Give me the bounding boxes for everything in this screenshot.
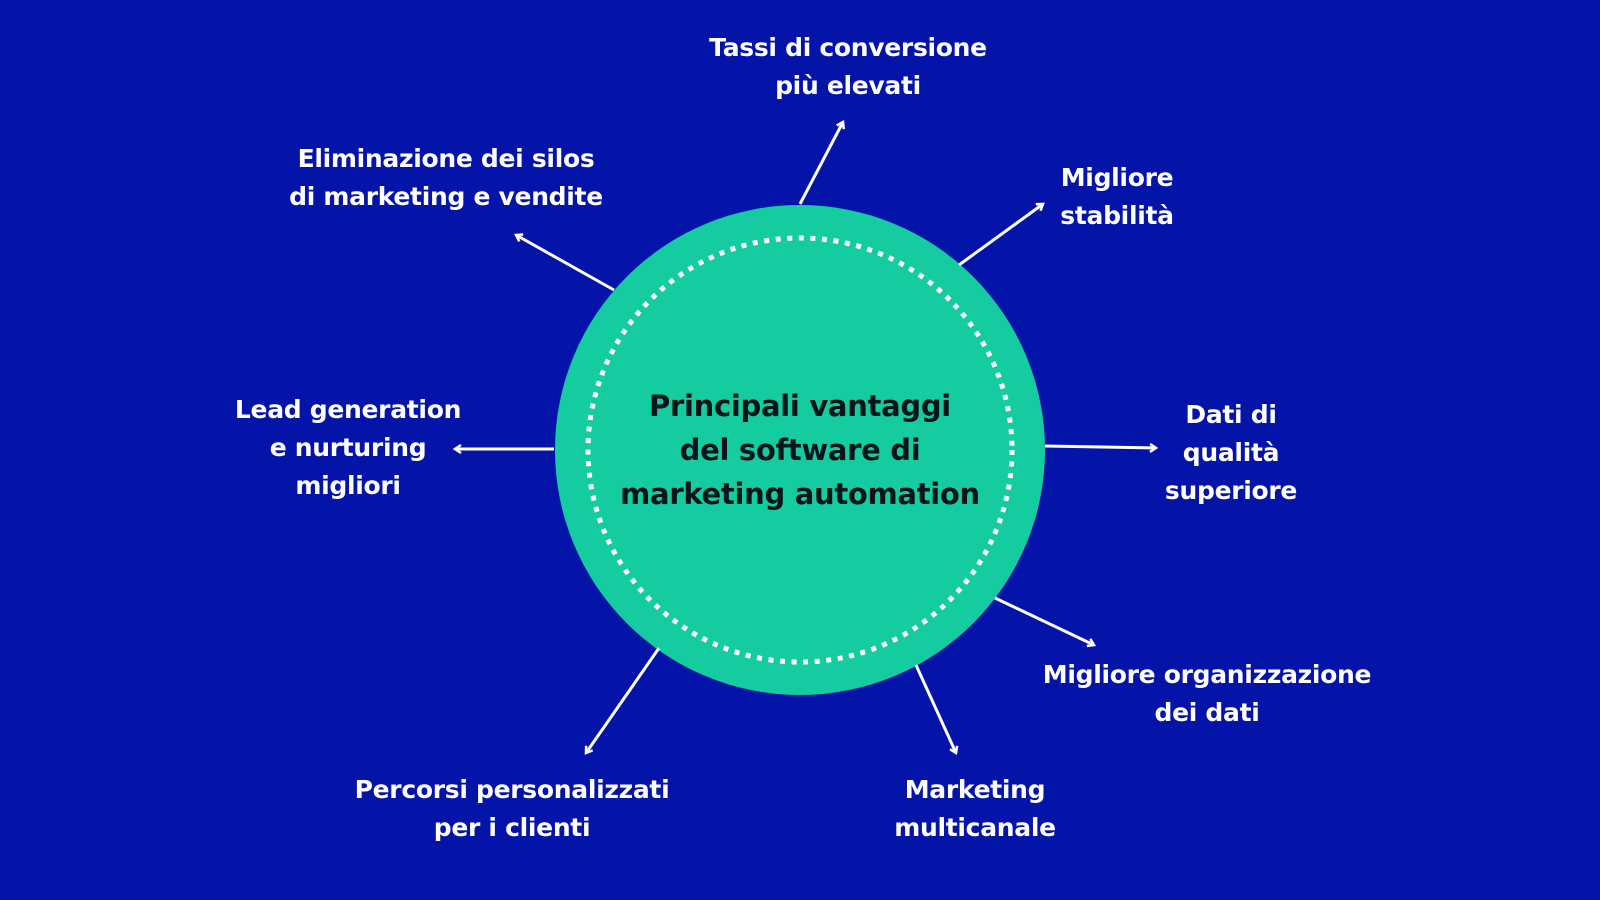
benefit-line: Dati di	[1185, 400, 1277, 429]
benefit-stability: Migliore stabilità	[1060, 159, 1174, 235]
dotted-ring	[585, 235, 1015, 665]
benefit-line: superiore	[1164, 476, 1298, 505]
center-circle	[555, 205, 1045, 695]
benefit-line: dei dati	[1154, 698, 1260, 727]
benefit-conversion: Tassi di conversione più elevati	[709, 29, 987, 105]
benefit-line: Tassi di conversione	[709, 33, 987, 62]
arrow-data-organization	[994, 596, 1094, 645]
arrow-multichannel	[914, 664, 956, 753]
benefit-journeys: Percorsi personalizzati per i clienti	[355, 771, 670, 847]
center-title: Principali vantaggi del software di mark…	[620, 384, 980, 516]
benefit-data-quality: Dati di qualità superiore	[1164, 396, 1298, 510]
benefit-line: stabilità	[1060, 201, 1174, 230]
arrow-stability	[958, 204, 1043, 267]
benefit-line: Lead generation	[234, 395, 462, 424]
arrow-conversion	[798, 122, 843, 205]
benefit-line: Migliore organizzazione	[1042, 660, 1372, 689]
arrow-journeys	[586, 647, 661, 753]
benefit-multichannel: Marketing multicanale	[894, 771, 1056, 847]
benefit-line: multicanale	[894, 813, 1056, 842]
center-title-line: marketing automation	[620, 477, 980, 511]
benefit-line: qualità	[1182, 438, 1280, 467]
benefit-lead-generation: Lead generation e nurturing migliori	[235, 391, 461, 505]
benefit-line: per i clienti	[433, 813, 591, 842]
benefit-line: Migliore	[1060, 163, 1174, 192]
benefit-line: migliori	[295, 471, 401, 500]
benefit-line: di marketing e vendite	[289, 182, 603, 211]
arrow-silos	[516, 235, 615, 292]
center-title-line: Principali vantaggi	[649, 389, 951, 423]
arrow-data-quality	[1044, 446, 1156, 448]
benefit-line: Eliminazione dei silos	[297, 144, 595, 173]
center-title-line: del software di	[679, 433, 921, 467]
benefit-line: e nurturing	[269, 433, 427, 462]
benefit-data-organization: Migliore organizzazione dei dati	[1042, 656, 1372, 732]
benefit-line: Marketing	[904, 775, 1046, 804]
benefit-line: Percorsi personalizzati	[354, 775, 670, 804]
benefit-silos: Eliminazione dei silos di marketing e ve…	[289, 140, 603, 216]
benefit-line: più elevati	[775, 71, 921, 100]
